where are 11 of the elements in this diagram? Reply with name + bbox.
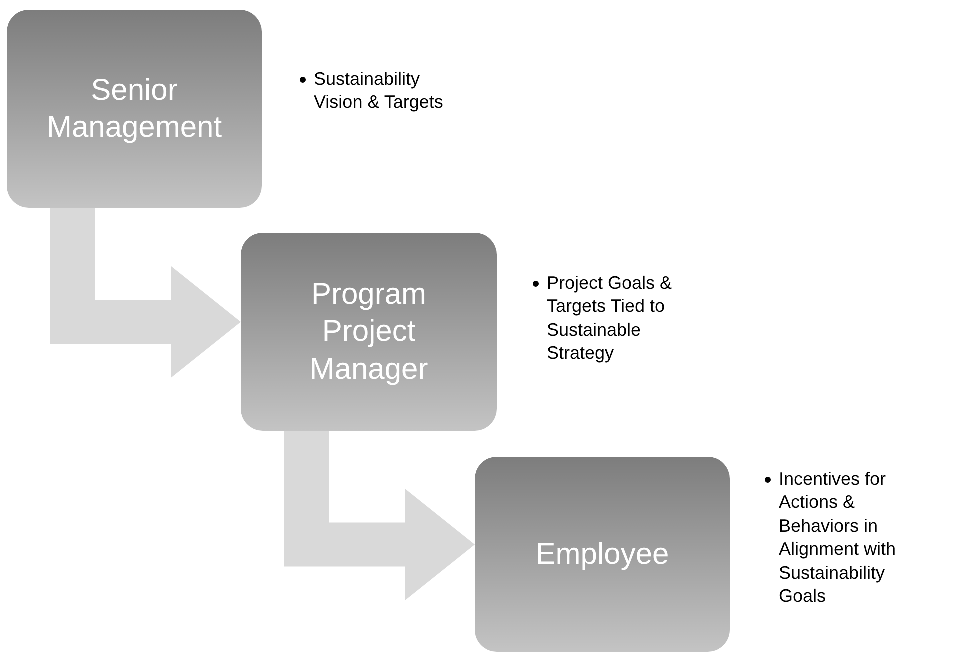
box-title: Program Project Manager bbox=[308, 276, 430, 388]
process-box bbox=[241, 233, 497, 431]
process-box bbox=[7, 10, 262, 208]
process-box bbox=[475, 457, 730, 652]
box-title: Senior Management bbox=[46, 72, 222, 146]
box-title: Employee bbox=[536, 536, 670, 573]
bullet-text: Project Goals & Targets Tied to Sustainable Strategy bbox=[547, 272, 674, 366]
bullet-text: Sustainability Vision & Targets bbox=[314, 68, 444, 114]
bullet-text: Incentives for Actions & Behaviors in Alignment with Sustainability Goals bbox=[779, 468, 898, 608]
block-arrow bbox=[284, 431, 475, 601]
block-arrow bbox=[50, 208, 241, 378]
